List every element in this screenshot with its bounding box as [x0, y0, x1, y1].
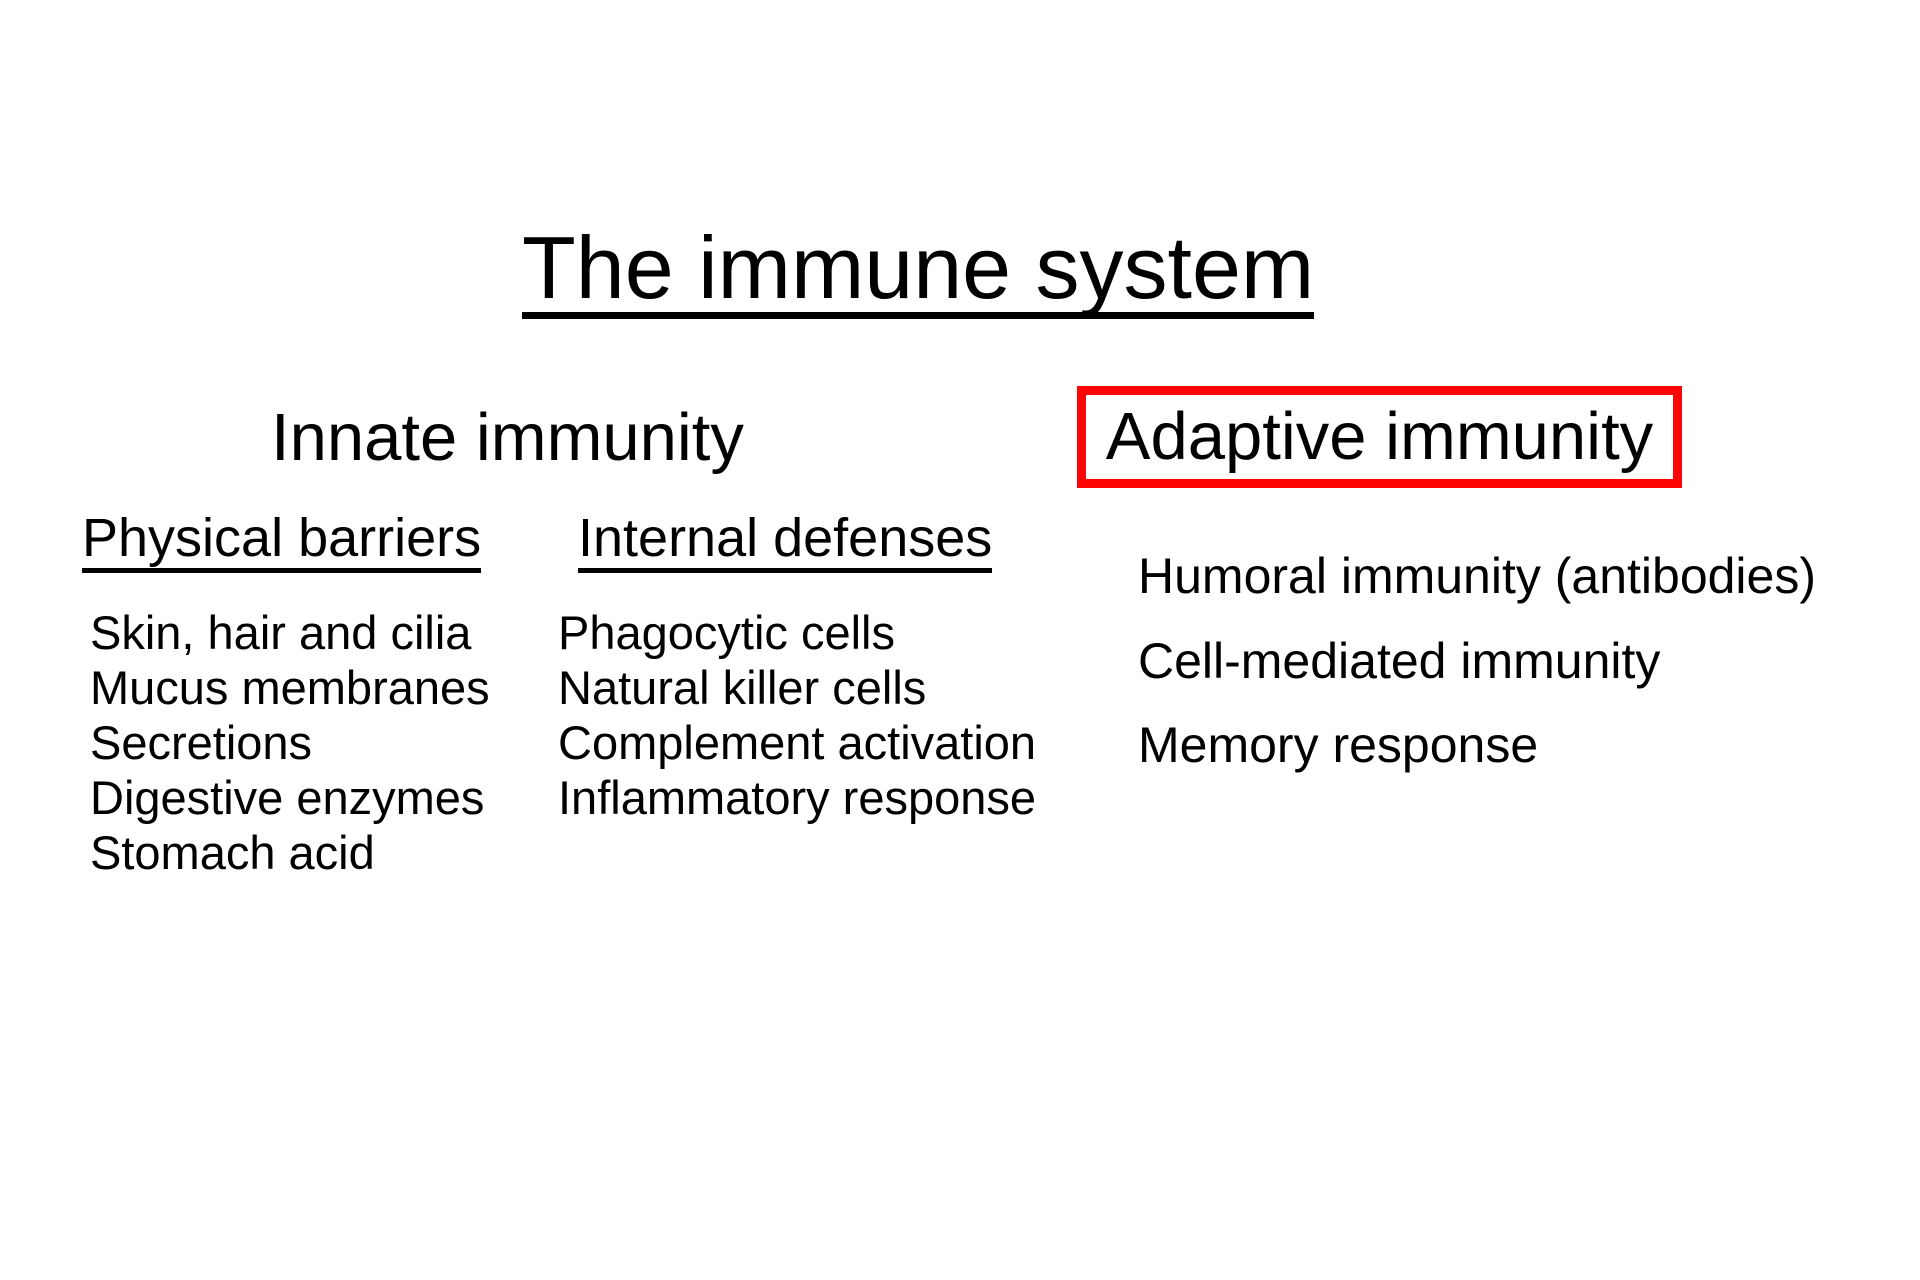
- adaptive-immunity-list: Humoral immunity (antibodies) Cell-media…: [1138, 534, 1816, 788]
- adaptive-immunity-heading: Adaptive immunity: [1105, 399, 1654, 474]
- list-item: Secretions: [90, 716, 313, 769]
- list-item: Skin, hair and cilia: [90, 606, 472, 659]
- list-item: Humoral immunity (antibodies): [1138, 548, 1817, 604]
- innate-immunity-heading: Innate immunity: [271, 400, 744, 475]
- slide-title: The immune system: [522, 218, 1315, 319]
- list-item: Complement activation: [558, 716, 1037, 769]
- list-item: Natural killer cells: [558, 661, 927, 714]
- internal-defenses-heading: Internal defenses: [578, 511, 993, 573]
- list-item: Inflammatory response: [558, 771, 1037, 824]
- internal-defenses-list: Phagocytic cells Natural killer cells Co…: [558, 605, 1036, 825]
- list-item: Cell-mediated immunity: [1138, 632, 1661, 689]
- list-item: Phagocytic cells: [558, 606, 895, 659]
- physical-barriers-heading: Physical barriers: [82, 511, 482, 573]
- list-item: Digestive enzymes: [90, 771, 485, 824]
- adaptive-highlight-box: Adaptive immunity: [1077, 386, 1682, 488]
- list-item: Mucus membranes: [90, 661, 490, 714]
- physical-barriers-list: Skin, hair and cilia Mucus membranes Sec…: [90, 605, 490, 880]
- list-item: Stomach acid: [90, 826, 375, 879]
- list-item: Memory response: [1138, 717, 1539, 773]
